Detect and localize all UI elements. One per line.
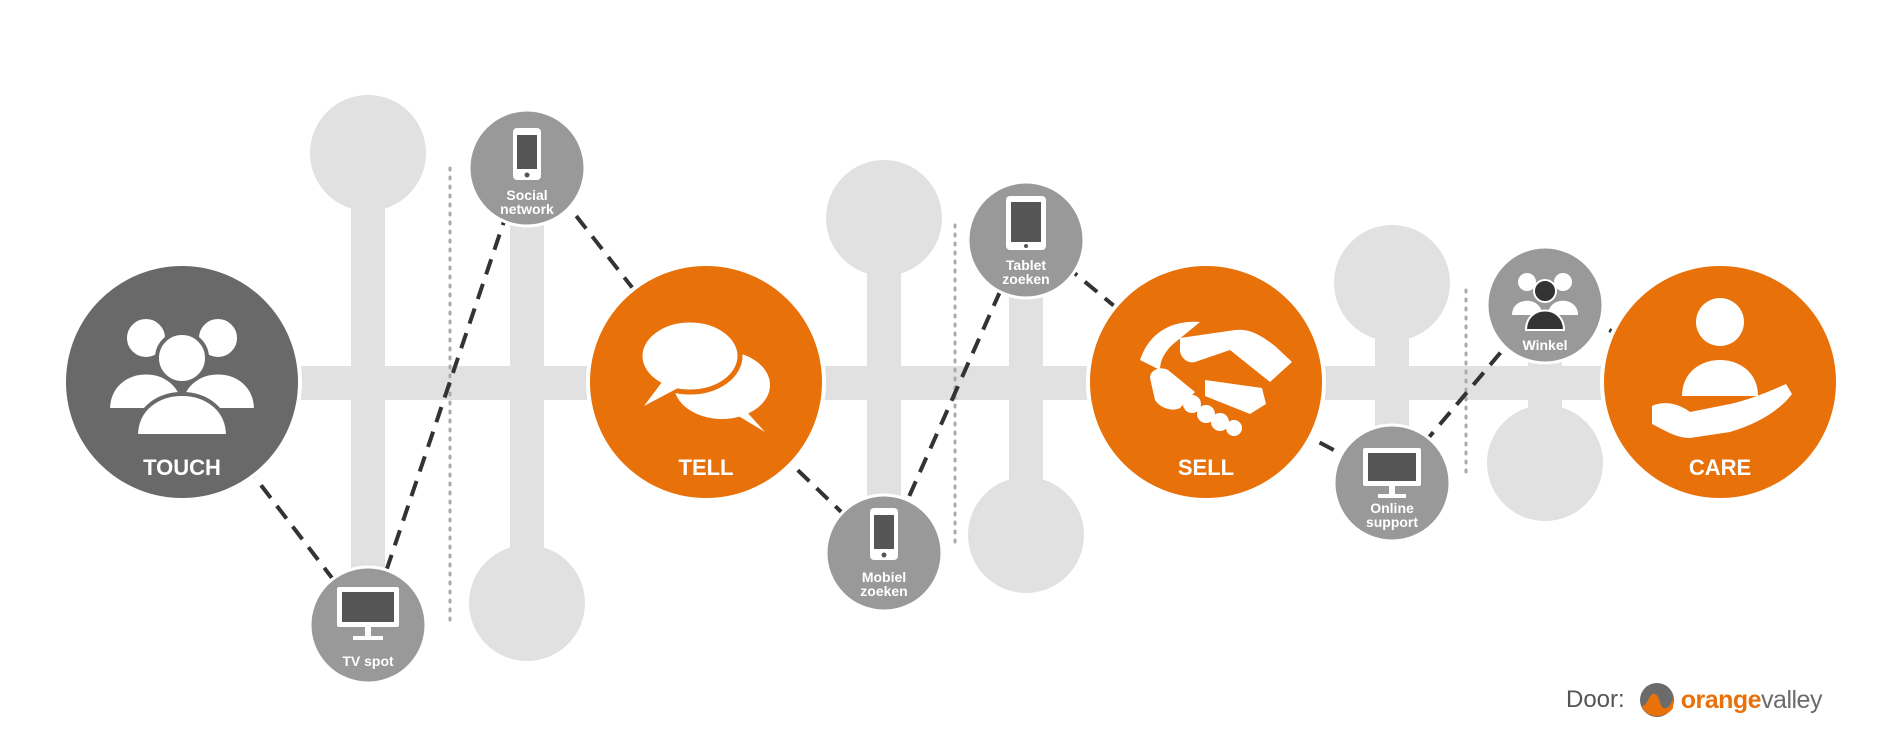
stage-care: CARE [1600, 262, 1840, 502]
tablet-icon [1006, 196, 1046, 250]
touchpoint-label-line2: support [1366, 514, 1418, 530]
credit-prefix: Door: [1566, 686, 1625, 713]
brand-name: orangevalley [1680, 685, 1823, 715]
stage-label: TOUCH [143, 455, 221, 480]
shop-people-icon [1512, 273, 1578, 331]
touchpoint-label: TV spot [342, 653, 394, 669]
stage-label: CARE [1689, 455, 1751, 480]
touchpoint-label-line1: Mobiel [862, 569, 906, 585]
touchpoint-social-network: Social network [467, 108, 587, 228]
smartphone-icon [513, 128, 541, 180]
monitor-icon [1363, 448, 1421, 498]
dotted-dividers [448, 166, 1468, 627]
stage-sell: SELL [1086, 262, 1326, 502]
touchpoint-label-line1: Tablet [1006, 257, 1047, 273]
touchpoint-online-support: Online support [1332, 423, 1452, 543]
touchpoint-label-line2: network [500, 201, 554, 217]
touchpoint-label-line1: Online [1370, 500, 1414, 516]
decorative-track-branches [310, 95, 1603, 661]
touchpoint-label-line2: zoeken [860, 583, 907, 599]
touchpoint-tablet-zoeken: Tablet zoeken [966, 180, 1086, 300]
main-track [180, 366, 1660, 400]
brand-name-part1: orange [1680, 685, 1762, 714]
stage-label: SELL [1178, 455, 1234, 480]
speech-bubbles-icon [637, 317, 770, 432]
stage-touch: TOUCH [62, 262, 302, 502]
smartphone-icon [870, 508, 898, 560]
stage-tell: TELL [586, 262, 826, 502]
credit-line: Door: orangevalley [1566, 680, 1822, 720]
brand-name-part2: valley [1761, 685, 1822, 714]
orangevalley-logo-icon [1639, 683, 1674, 717]
touchpoint-winkel: Winkel [1485, 245, 1605, 365]
hand-care-icon [1652, 298, 1792, 438]
touchpoint-label: Winkel [1523, 337, 1568, 353]
monitor-icon [337, 587, 399, 640]
people-group-icon [105, 315, 259, 438]
handshake-icon [1140, 321, 1292, 436]
touchpoint-tv-spot: TV spot [308, 565, 428, 685]
touchpoint-label-line1: Social [506, 187, 547, 203]
touchpoint-mobiel-zoeken: Mobiel zoeken [824, 493, 944, 613]
touchpoint-label-line2: zoeken [1002, 271, 1049, 287]
stage-label: TELL [679, 455, 734, 480]
journey-path [180, 148, 1721, 630]
